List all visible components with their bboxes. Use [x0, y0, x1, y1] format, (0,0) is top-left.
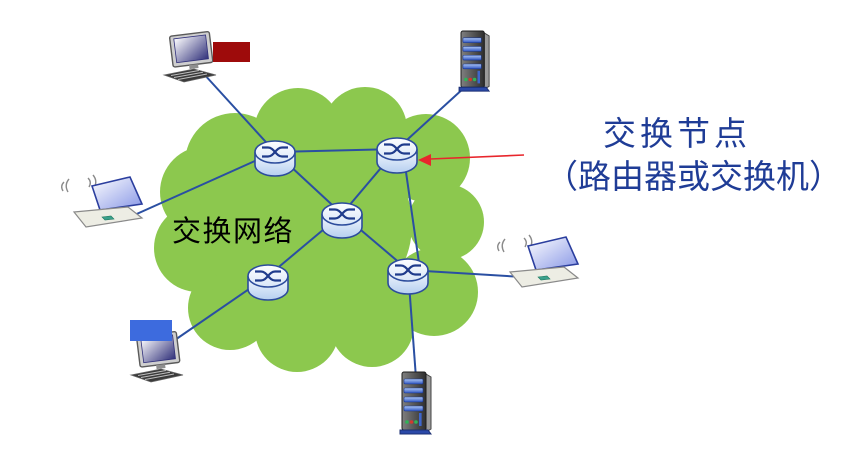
red-marker-box [213, 42, 250, 62]
annotation-line1: 交换节点 [603, 114, 751, 153]
switch-bottom-left [246, 263, 290, 302]
cloud-bump [196, 162, 328, 294]
cloud-label: 交换网络 [172, 214, 294, 248]
link-switch2-server-top [396, 86, 466, 150]
annotation-line2: （路由器或交换机） [545, 157, 842, 196]
wireless-laptop-left-icon [60, 174, 143, 228]
callout-arrow-line [429, 154, 525, 160]
link-switch2-switch4 [403, 157, 420, 264]
link-switch1-laptop-left [120, 151, 276, 222]
callout-arrow [418, 154, 525, 166]
callout-arrowhead-icon [418, 154, 431, 166]
switch-center [320, 201, 364, 240]
switch-bottom-right [386, 257, 430, 296]
switch-top-left [253, 139, 297, 178]
server-top-icon [458, 30, 490, 92]
link-switch1-pc-top [202, 72, 276, 153]
wireless-laptop-right-icon [496, 234, 579, 288]
desktop-pc-top-icon [163, 30, 217, 83]
cloud-bump [408, 184, 484, 260]
blue-marker-box [130, 320, 172, 341]
switch-top-right [375, 136, 419, 175]
server-bottom-icon [399, 371, 432, 435]
